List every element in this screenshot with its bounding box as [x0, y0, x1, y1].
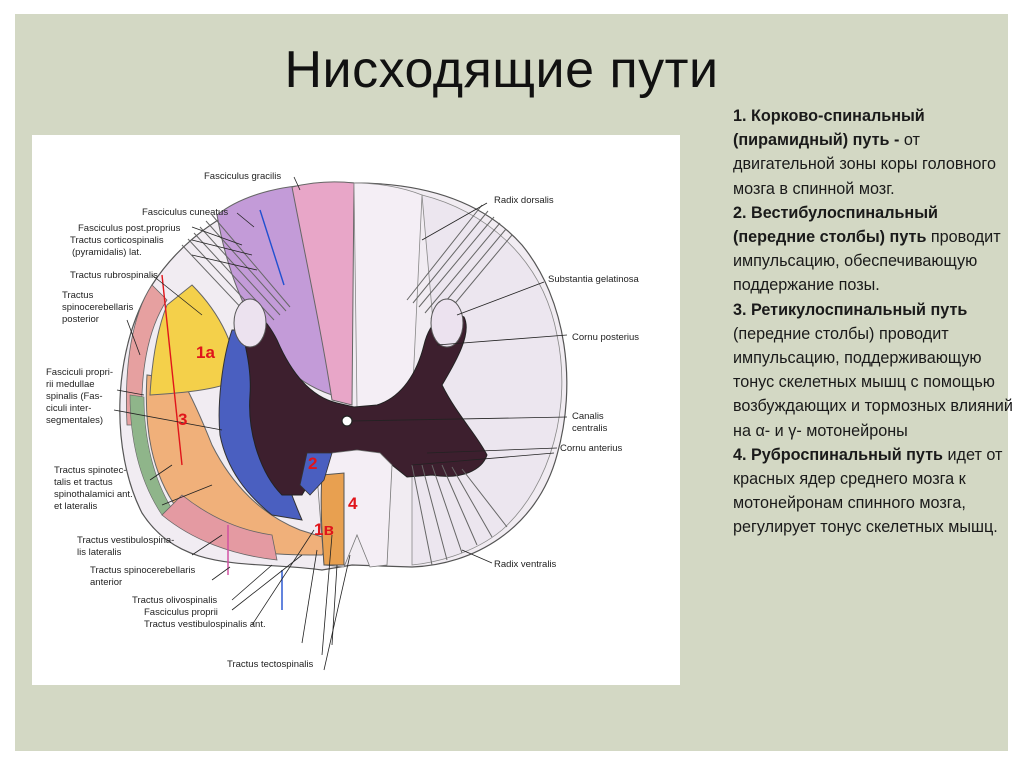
- marker-1a: 1а: [196, 343, 215, 362]
- fasciculus-gracilis-region: [291, 181, 355, 406]
- label-vestibulospinalis-1: Tractus vestibulospina-: [77, 535, 174, 546]
- label-substantia-gelatinosa: Substantia gelatinosa: [548, 274, 640, 285]
- note-1-heading: 1. Корково-спинальный (пирамидный) путь …: [733, 107, 925, 150]
- label-pyramidalis-lat: (pyramidalis) lat.: [72, 247, 142, 258]
- label-tectospinalis: Tractus tectospinalis: [227, 659, 313, 670]
- label-spinocerebellaris-posterior-3: posterior: [62, 314, 99, 325]
- label-spinocerebellaris-posterior-1: Tractus: [62, 290, 94, 301]
- label-spinocerebellaris-anterior-1: Tractus spinocerebellaris: [90, 565, 195, 576]
- label-radix-ventralis: Radix ventralis: [494, 559, 557, 570]
- note-3-heading: 3. Ретикулоспинальный путь: [733, 300, 968, 319]
- label-fasciculi-2: rii medullae: [46, 379, 95, 390]
- label-fasciculi-4: ciculi inter-: [46, 403, 91, 414]
- diagram-svg: Fasciculus gracilis Fasciculus cuneatus …: [46, 171, 640, 671]
- indicator-blue-cuneatus: [259, 209, 285, 286]
- label-fasciculi-5: segmentales): [46, 415, 103, 426]
- central-canal: [341, 415, 353, 427]
- label-fasciculus-gracilis: Fasciculus gracilis: [204, 171, 281, 182]
- posterior-right-white: [353, 182, 423, 408]
- marker-3: 3: [178, 410, 187, 429]
- label-olivospinalis: Tractus olivospinalis: [132, 595, 217, 606]
- label-spinocerebellaris-posterior-2: spinocerebellaris: [62, 302, 134, 313]
- label-canalis-2: centralis: [572, 423, 608, 434]
- label-tractus-corticospinalis: Tractus corticospinalis: [70, 235, 164, 246]
- slide-title: Нисходящие пути: [284, 41, 719, 99]
- note-2-text: проводит импульсацию, обеспечивающую под…: [733, 228, 1001, 295]
- pathways-description: 1. Корково-спинальный (пирамидный) путь …: [733, 104, 1015, 540]
- lower-left-pink: [161, 494, 278, 561]
- label-spinotec-3: spinothalamici ant.: [54, 489, 133, 500]
- label-canalis-1: Canalis: [572, 411, 604, 422]
- label-fasciculus-proprii: Fasciculus proprii: [144, 607, 218, 618]
- label-spinotec-2: talis et tractus: [54, 477, 113, 488]
- marker-4: 4: [348, 494, 358, 513]
- label-spinotec-1: Tractus spinotec-: [54, 465, 127, 476]
- vestibulospinal-blue: [299, 452, 333, 496]
- label-spinotec-4: et lateralis: [54, 501, 98, 512]
- ventral-root: [411, 464, 508, 566]
- label-cornu-posterius: Cornu posterius: [572, 332, 639, 343]
- note-4-heading: 4. Руброспинальный путь: [733, 445, 944, 464]
- note-3-text: (передние столбы) проводит импульсацию, …: [733, 324, 1013, 440]
- label-radix-dorsalis: Radix dorsalis: [494, 195, 554, 206]
- label-vestibulospinalis-2: lis lateralis: [77, 547, 122, 558]
- label-vestibulospinalis-ant: Tractus vestibulospinalis ant.: [144, 619, 266, 630]
- grey-matter: [236, 308, 488, 496]
- label-fasciculus-cuneatus: Fasciculus cuneatus: [142, 207, 228, 218]
- note-2-heading: 2. Вестибулоспинальный (передние столбы)…: [733, 203, 938, 247]
- substantia-gelatinosa-left: [233, 298, 267, 348]
- substantia-gelatinosa-right: [430, 298, 464, 348]
- note-1-text: от двигательной зоны коры головного мозг…: [733, 131, 996, 198]
- note-vestibulospinal: 2. Вестибулоспинальный (передние столбы)…: [733, 201, 1015, 298]
- label-spinocerebellaris-anterior-2: anterior: [90, 577, 122, 588]
- note-corticospinal: 1. Корково-спинальный (пирамидный) путь …: [733, 104, 1015, 201]
- marker-1b: 1в: [314, 520, 334, 539]
- label-cornu-anterius: Cornu anterius: [560, 443, 623, 454]
- label-fasciculi-3: spinalis (Fas-: [46, 391, 103, 402]
- anterior-corticospinal-tract: [320, 472, 345, 566]
- leader-lines: [113, 176, 568, 671]
- label-fasciculi-1: Fasciculi propri-: [46, 367, 113, 378]
- note-rubrospinal: 4. Руброспинальный путь идет от красных …: [733, 443, 1015, 540]
- marker-2: 2: [308, 454, 317, 473]
- label-fasciculus-post-proprius: Fasciculus post.proprius: [78, 223, 181, 234]
- spinal-cord-diagram: Fasciculus gracilis Fasciculus cuneatus …: [32, 135, 680, 685]
- note-reticulospinal: 3. Ретикулоспинальный путь (передние сто…: [733, 298, 1015, 443]
- indicator-red-rubrospinal: [161, 274, 183, 466]
- note-4-text: идет от красных ядер среднего мозга к мо…: [733, 445, 1003, 537]
- slide: Нисходящие пути: [15, 14, 1013, 751]
- label-tractus-rubrospinalis: Tractus rubrospinalis: [70, 270, 158, 281]
